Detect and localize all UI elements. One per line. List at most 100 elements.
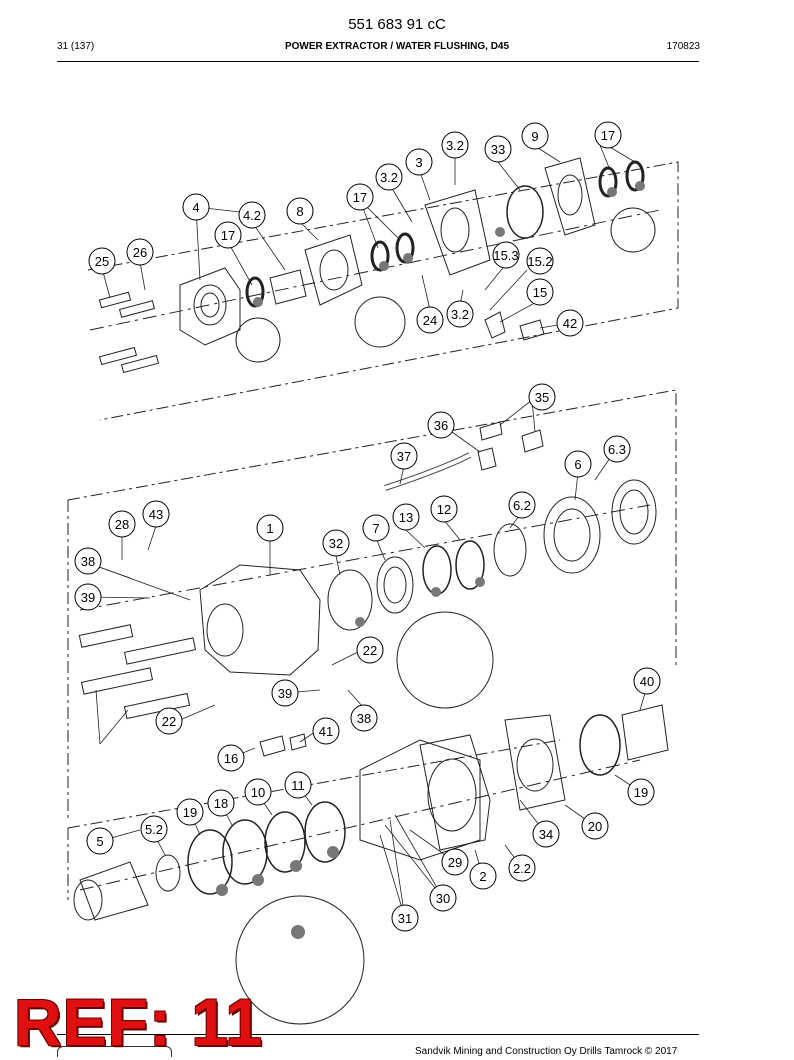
callout-label: 9 (531, 129, 538, 144)
callout-label: 38 (81, 554, 95, 569)
callout-label: 22 (162, 714, 176, 729)
callout-label: 4.2 (243, 208, 261, 223)
callout-label: 3.2 (451, 307, 469, 322)
lower-assembly-outline (67, 739, 561, 829)
callout-bubble (86, 827, 114, 855)
callout-label: 37 (397, 449, 411, 464)
callout-bubble (581, 812, 609, 840)
callout-bubble (88, 247, 116, 275)
callout-label: 41 (319, 724, 333, 739)
callout-bubble (390, 442, 418, 470)
callout-bubble (362, 514, 390, 542)
callout-label: 19 (183, 805, 197, 820)
callout-bubble (356, 636, 384, 664)
callout-bubble (603, 435, 631, 463)
callout-bubble (430, 495, 458, 523)
callout-label: 17 (353, 190, 367, 205)
callout-bubble (176, 798, 204, 826)
callout-bubble (74, 583, 102, 611)
company-logo (57, 1046, 172, 1057)
callout-bubble (375, 163, 403, 191)
callout-label: 8 (296, 204, 303, 219)
callout-bubble (256, 514, 284, 542)
callout-bubble (427, 411, 455, 439)
callout-bubble (526, 278, 554, 306)
callout-label: 3 (415, 155, 422, 170)
callout-bubble (322, 529, 350, 557)
callout-label: 3.2 (446, 138, 464, 153)
callout-bubble (429, 884, 457, 912)
callout-bubble (416, 306, 444, 334)
callout-label: 42 (563, 316, 577, 331)
callout-label: 3.2 (380, 170, 398, 185)
callout-bubble (271, 679, 299, 707)
callout-label: 15 (533, 285, 547, 300)
callout-bubble (508, 491, 536, 519)
callout-label: 17 (221, 228, 235, 243)
callout-label: 6.2 (513, 498, 531, 513)
callout-label: 5.2 (145, 822, 163, 837)
callout-bubble (182, 193, 210, 221)
callout-label: 12 (437, 502, 451, 517)
callout-bubble (207, 789, 235, 817)
callout-bubble (286, 197, 314, 225)
footer-rule (57, 1034, 699, 1035)
callout-bubble (528, 383, 556, 411)
callout-bubble (284, 771, 312, 799)
callout-bubble (469, 862, 497, 890)
callout-label: 16 (224, 751, 238, 766)
part-group-middle (78, 421, 669, 776)
callout-label: 20 (588, 819, 602, 834)
callout-label: 38 (357, 711, 371, 726)
callout-bubble (521, 122, 549, 150)
callout-label: 32 (329, 536, 343, 551)
callout-label: 31 (398, 911, 412, 926)
callout-label: 6.3 (608, 442, 626, 457)
callout-bubble (627, 778, 655, 806)
callout-label: 19 (634, 785, 648, 800)
footer-copyright: Sandvik Mining and Construction Oy Drill… (415, 1046, 678, 1057)
callout-bubble (74, 547, 102, 575)
callout-bubble (441, 848, 469, 876)
callout-label: 5 (96, 834, 103, 849)
document-number: 551 683 91 cC (348, 16, 446, 33)
callout-bubble (392, 503, 420, 531)
callout-label: 15.2 (527, 254, 552, 269)
callout-bubble (312, 717, 340, 745)
callout-bubble (350, 704, 378, 732)
callout-bubble (446, 300, 474, 328)
callout-label: 17 (601, 128, 615, 143)
callout-label: 39 (278, 686, 292, 701)
callout-bubble (142, 500, 170, 528)
ref-stamp: REF: 11 (14, 985, 264, 1059)
callout-bubble (594, 121, 622, 149)
header-rule (57, 61, 699, 62)
callout-label: 35 (535, 390, 549, 405)
callout-bubble (214, 221, 242, 249)
callout-label: 36 (434, 418, 448, 433)
revision-date: 170823 (666, 41, 700, 52)
callout-bubble (140, 815, 168, 843)
callout-bubble (492, 241, 520, 269)
callout-label: 7 (372, 521, 379, 536)
callout-label: 1 (266, 521, 273, 536)
callout-label: 26 (133, 245, 147, 260)
callout-bubble (484, 135, 512, 163)
part-group-upper (98, 157, 656, 374)
callout-bubble (244, 778, 272, 806)
callout-bubble (556, 309, 584, 337)
callout-label: 24 (423, 313, 437, 328)
callout-label: 10 (251, 785, 265, 800)
callout-label: 40 (640, 674, 654, 689)
callout-label: 28 (115, 517, 129, 532)
callout-bubble (217, 744, 245, 772)
callout-bubble (346, 183, 374, 211)
callout-bubble (108, 510, 136, 538)
callout-label: 18 (214, 796, 228, 811)
callout-labels: 3.2 3 33 9 17 17 3.2 4 4.2 8 17 26 25 15… (81, 128, 654, 926)
callout-label: 43 (149, 507, 163, 522)
upper-assembly-outline (87, 161, 679, 421)
callout-bubble (564, 450, 592, 478)
callout-bubble (441, 131, 469, 159)
